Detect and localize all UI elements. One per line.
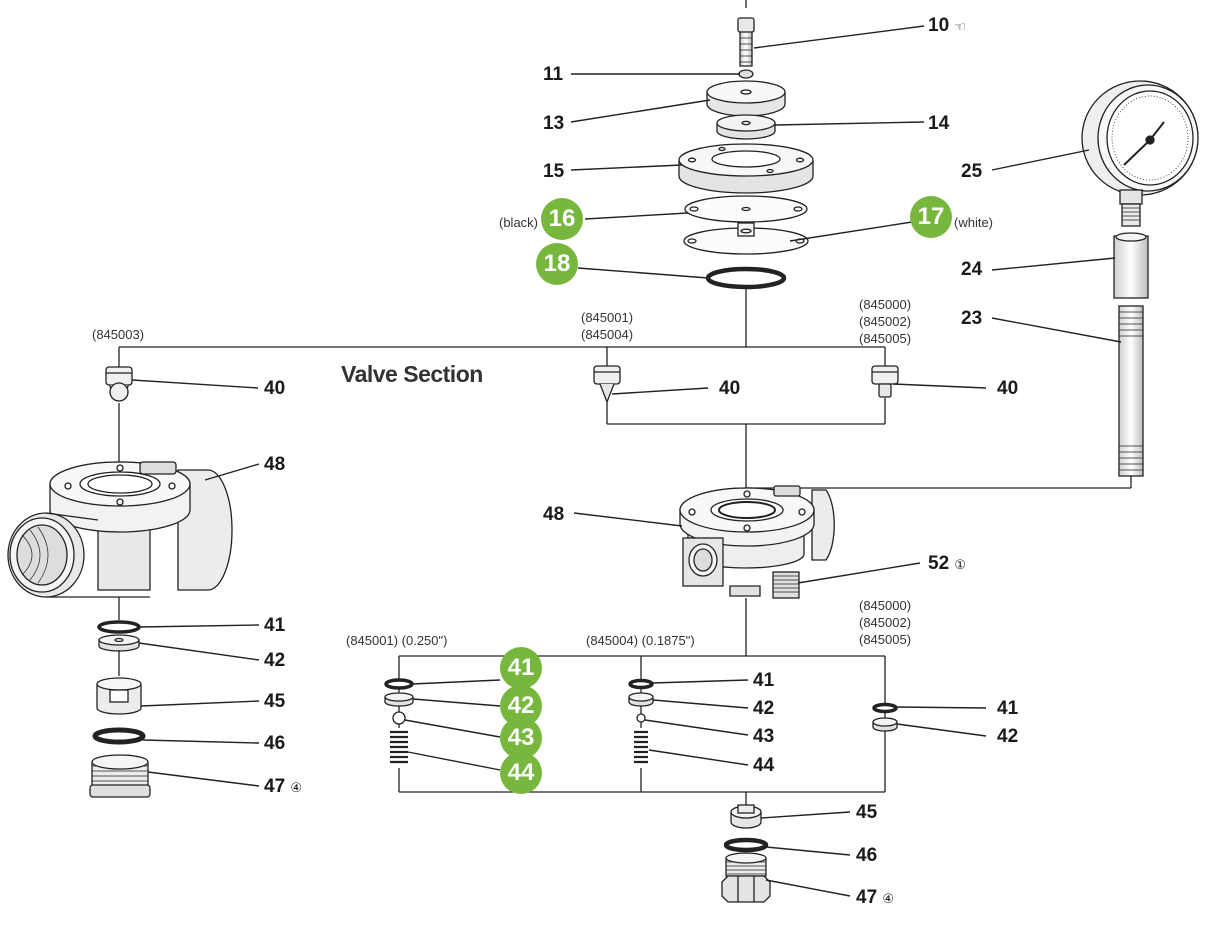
circled-four-icon: ④: [882, 891, 895, 906]
note-line: (845000): [859, 297, 912, 312]
flange-15: [678, 143, 814, 194]
part-label-14: 14: [928, 113, 950, 134]
part-label-41-left: 41: [264, 615, 286, 636]
pipe-23: [1118, 305, 1144, 477]
leader-lines: [131, 25, 1122, 897]
part-label-15: 15: [543, 161, 565, 182]
part-label-13: 13: [543, 113, 565, 134]
part-label-48-left: 48: [264, 454, 286, 475]
part-label-10: 10 ☜: [928, 16, 966, 35]
part-label-48-main: 48: [543, 504, 565, 525]
part-label-24: 24: [961, 259, 983, 280]
circled-one-icon: ①: [954, 557, 967, 572]
part-label-43-middle: 43: [753, 726, 775, 747]
stack-845000: [872, 702, 898, 732]
part-label-45-left: 45: [264, 691, 286, 712]
note-line: (845004): [581, 327, 634, 342]
part-label-25: 25: [961, 161, 983, 182]
part-label-42-right: 42: [997, 726, 1019, 747]
note-line: (845000): [859, 598, 912, 613]
washer-14: [716, 114, 776, 140]
diaphragm-16: [684, 195, 808, 223]
stack-845004: [628, 678, 654, 768]
note-line: (845002): [859, 314, 912, 329]
part-label-42-middle: 42: [753, 698, 775, 719]
diaphragm-17: [683, 222, 809, 255]
part-number: 47: [856, 887, 878, 908]
part-label-52: 52 ①: [928, 554, 966, 573]
part-label-23: 23: [961, 308, 983, 329]
note-845000-845002-845005-bottom: (845000) (845002) (845005): [859, 597, 911, 648]
part-label-41-middle: 41: [753, 670, 775, 691]
part-label-41-right: 41: [997, 698, 1019, 719]
circled-four-icon: ④: [290, 780, 303, 795]
part-label-47-left: 47 ④: [264, 777, 302, 796]
part-number: 52: [928, 553, 950, 574]
left-stack: [89, 620, 151, 798]
note-line: (845005): [859, 331, 912, 346]
badge-41: 41: [500, 647, 542, 689]
note-845001-size: (845001) (0.250"): [346, 633, 448, 648]
note-line: (845001): [581, 310, 634, 325]
part-label-11: 11: [543, 64, 564, 85]
part-label-46-left: 46: [264, 733, 286, 754]
stack-845001: [384, 678, 414, 768]
note-line: (845005): [859, 632, 912, 647]
bottom-stack: [721, 804, 771, 903]
hand-pointer-icon: ☜: [954, 19, 967, 34]
note-845004-size: (845004) (0.1875"): [586, 633, 695, 648]
valve-body-48-main: [679, 470, 1132, 599]
coupling-24: [1113, 232, 1149, 299]
part-label-47-bottom: 47 ④: [856, 888, 894, 907]
note-845001-845004: (845001) (845004): [581, 309, 633, 343]
note-black: (black): [499, 215, 539, 230]
part-label-42-left: 42: [264, 650, 286, 671]
part-label-40-right: 40: [997, 378, 1019, 399]
nut-11: [738, 69, 754, 79]
badge-16: 16: [541, 198, 583, 240]
part-number: 47: [264, 776, 286, 797]
cap-13: [706, 80, 786, 117]
part-label-44-middle: 44: [753, 755, 775, 776]
cap-40-middle: [593, 365, 621, 410]
note-845000-845002-845005-top: (845000) (845002) (845005): [859, 296, 911, 347]
part-number: 10: [928, 15, 950, 36]
bolt-10: [737, 0, 755, 67]
pressure-gauge-25: [1081, 80, 1199, 227]
cap-40-right: [871, 365, 899, 398]
cap-40-left: [105, 366, 133, 402]
note-845003: (845003): [92, 327, 145, 342]
part-label-40-left: 40: [264, 378, 286, 399]
part-label-45-bottom: 45: [856, 802, 878, 823]
note-line: (845002): [859, 615, 912, 630]
valve-body-48-left: [7, 461, 233, 598]
oring-18: [705, 266, 787, 290]
badge-18: 18: [536, 243, 578, 285]
section-title: Valve Section: [341, 361, 483, 387]
part-label-46-bottom: 46: [856, 845, 878, 866]
note-white: (white): [954, 215, 994, 230]
part-label-40-middle: 40: [719, 378, 741, 399]
badge-17: 17: [910, 196, 952, 238]
badge-44: 44: [500, 752, 542, 794]
